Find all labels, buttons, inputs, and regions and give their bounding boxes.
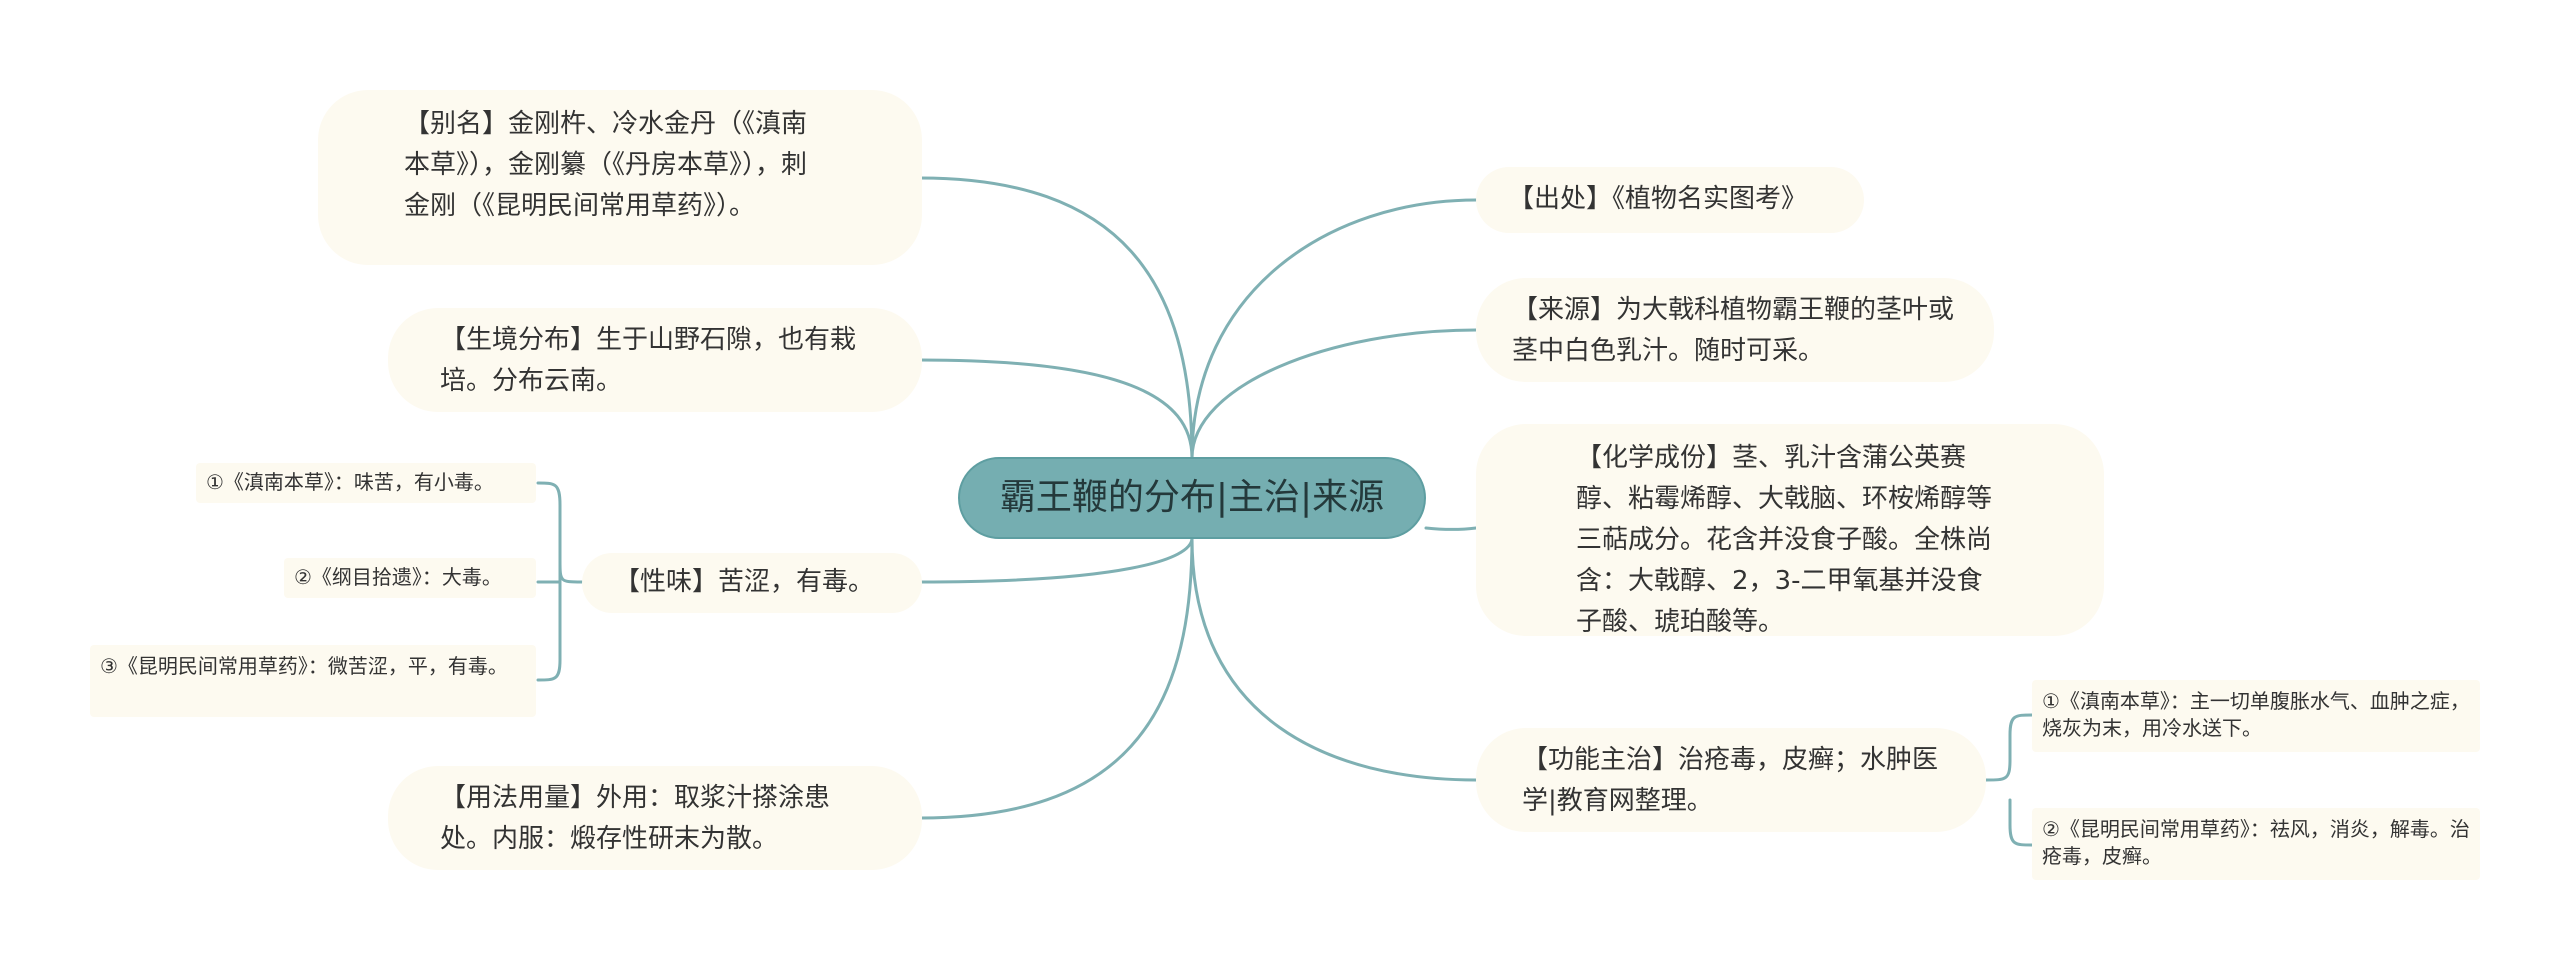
topic-chemistry[interactable]: 【化学成份】茎、乳汁含蒲公英赛醇、粘霉烯醇、大戟脑、环桉烯醇等三萜成分。花含并没…: [1476, 424, 2104, 637]
function-detail-2-text: ②《昆明民间常用草药》：祛风，消炎，解毒。治疮毒，皮癣。: [2042, 817, 2470, 868]
connector-origin: [1190, 198, 1478, 460]
taste-detail-1-text: ①《滇南本草》：味苦，有小毒。: [206, 470, 494, 494]
function-detail-1-text: ①《滇南本草》：主一切单腹胀水气、血肿之症，烧灰为末，用冷水送下。: [2042, 689, 2470, 740]
topic-alias[interactable]: 【别名】金刚杵、冷水金丹（《滇南本草》），金刚纂（《丹房本草》），刺金刚（《昆明…: [318, 90, 922, 265]
root-topic[interactable]: 霸王鞭的分布|主治|来源: [958, 457, 1426, 539]
connector-function: [1190, 536, 1478, 782]
topic-origin[interactable]: 【出处】《植物名实图考》: [1476, 167, 1864, 233]
taste-detail-3-text: ③《昆明民间常用草药》：微苦涩，平，有毒。: [100, 654, 508, 678]
taste-detail-2-text: ②《纲目拾遗》：大毒。: [294, 565, 502, 589]
connector-source: [1190, 328, 1478, 460]
topic-usage[interactable]: 【用法用量】外用：取浆汁搽涂患处。内服：煅存性研末为散。: [388, 766, 922, 870]
function-detail-2[interactable]: ②《昆明民间常用草药》：祛风，消炎，解毒。治疮毒，皮癣。: [2032, 808, 2480, 880]
connector-usage: [918, 536, 1194, 820]
connector-taste: [918, 536, 1194, 584]
root-topic-label: 霸王鞭的分布|主治|来源: [999, 477, 1385, 518]
connector-function-bracket: [1984, 713, 2034, 847]
taste-detail-1[interactable]: ①《滇南本草》：味苦，有小毒。: [196, 463, 536, 503]
taste-detail-3[interactable]: ③《昆明民间常用草药》：微苦涩，平，有毒。: [90, 645, 536, 717]
connector-habitat: [918, 358, 1194, 460]
connector-chemistry: [1424, 526, 1478, 531]
connector-alias: [918, 176, 1194, 460]
topic-alias-text: 【别名】金刚杵、冷水金丹（《滇南本草》），金刚纂（《丹房本草》），刺金刚（《昆明…: [404, 109, 808, 221]
topic-habitat-text: 【生境分布】生于山野石隙，也有栽培。分布云南。: [440, 325, 857, 396]
topic-source-text: 【来源】为大戟科植物霸王鞭的茎叶或茎中白色乳汁。随时可采。: [1512, 295, 1955, 366]
topic-taste-text: 【性味】苦涩，有毒。: [614, 567, 875, 597]
topic-source[interactable]: 【来源】为大戟科植物霸王鞭的茎叶或茎中白色乳汁。随时可采。: [1476, 278, 1994, 382]
taste-detail-2[interactable]: ②《纲目拾遗》：大毒。: [284, 558, 536, 598]
topic-function-text: 【功能主治】治疮毒，皮癣；水肿医学|教育网整理。: [1522, 745, 1939, 816]
function-detail-1[interactable]: ①《滇南本草》：主一切单腹胀水气、血肿之症，烧灰为末，用冷水送下。: [2032, 680, 2480, 752]
topic-taste[interactable]: 【性味】苦涩，有毒。: [582, 553, 922, 613]
topic-function[interactable]: 【功能主治】治疮毒，皮癣；水肿医学|教育网整理。: [1476, 728, 1986, 832]
connector-taste-bracket: [536, 481, 584, 682]
topic-usage-text: 【用法用量】外用：取浆汁搽涂患处。内服：煅存性研末为散。: [440, 783, 831, 854]
topic-habitat[interactable]: 【生境分布】生于山野石隙，也有栽培。分布云南。: [388, 308, 922, 412]
topic-origin-text: 【出处】《植物名实图考》: [1508, 184, 1808, 214]
topic-chemistry-text: 【化学成份】茎、乳汁含蒲公英赛醇、粘霉烯醇、大戟脑、环桉烯醇等三萜成分。花含并没…: [1576, 443, 1993, 637]
